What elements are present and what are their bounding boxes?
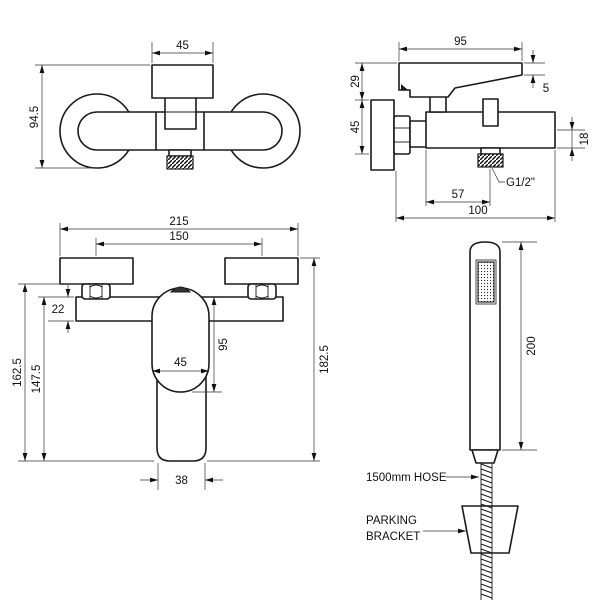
dimension-label: 150 [169,231,188,243]
dimension-label: 5 [543,83,549,95]
bracket-label-line1: PARKING [366,515,417,527]
dimension-label: 95 [454,36,467,48]
plan-view: 45 94.5 [29,40,301,170]
front-view: 215 150 22 162.5 147.5 45 95 182.5 [12,216,331,490]
hose-coil [480,463,493,599]
hose-label: 1500mm HOSE [366,472,447,484]
side-outlet [480,147,501,155]
dimension-label: 57 [452,189,465,201]
side-lever-notch [401,84,408,90]
front-right-escutcheon [224,257,299,285]
dimension-label: 29 [350,75,362,88]
spray-face [477,261,495,303]
dimension-label: 182.5 [319,345,331,374]
leader-line [491,167,505,183]
front-left-nut [81,283,111,300]
side-escutcheon [370,99,395,171]
side-view: 95 5 29 45 18 G1/2" 57 10 [350,36,591,222]
nut-chamfer [255,284,269,299]
plan-lever [151,64,214,99]
side-nut [393,115,411,155]
nut-chamfer [89,284,103,299]
dimension-label: 22 [52,304,65,316]
plan-outlet-thread [166,155,194,170]
dimension-label: 38 [175,475,188,487]
dimension-label: 215 [169,216,188,228]
plan-outlet [168,149,192,157]
nut-body [247,283,277,300]
dimension-label: 45 [174,357,187,369]
dimension-label: 45 [176,40,189,52]
nut-body [81,283,111,300]
dimension-label: 147.5 [31,365,43,394]
side-lever [398,62,523,98]
front-lever [151,287,210,393]
dimension-label: 18 [579,133,591,146]
dimension-label: 45 [350,121,362,134]
dimension-label: 94.5 [29,106,41,128]
dimension-label: 162.5 [12,358,24,387]
thread-label: G1/2" [506,177,535,189]
spray-face-border [475,259,497,305]
dimension-label: 95 [218,338,230,351]
lever-cap [169,286,192,293]
handset-view: 200 1500mm HOSE PARKING BRACKET [366,241,538,600]
hose-connector [471,449,499,464]
plan-cartridge [164,95,197,130]
dimension-label: 100 [468,205,487,217]
diverter-knob [482,98,499,127]
front-right-nut [247,283,277,300]
front-left-escutcheon [59,257,134,285]
side-outlet-thread [477,153,504,168]
dimension-label: 200 [526,336,538,355]
parking-bracket [461,505,519,554]
bracket-label-line2: BRACKET [366,531,420,543]
